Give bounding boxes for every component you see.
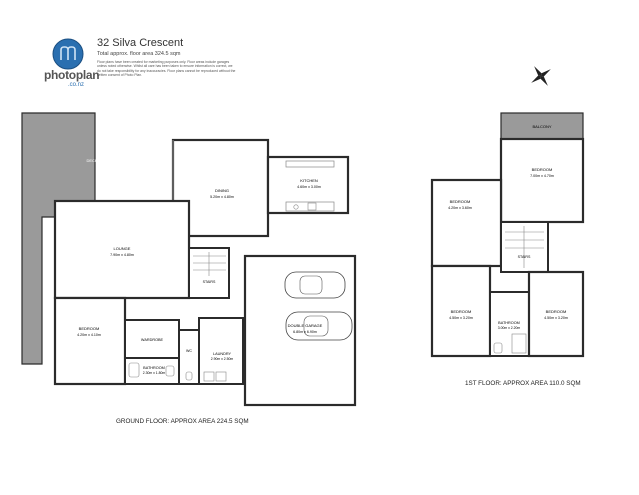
car-icon — [284, 271, 346, 299]
first-bedroom-3-dims: 4.50m x 3.20m — [449, 316, 473, 320]
first-bedroom-3 — [430, 264, 492, 358]
ground-stairs — [188, 247, 230, 299]
photoplan-logo-icon — [52, 38, 84, 70]
wardrobe-label: WARDROBE — [141, 338, 164, 342]
property-address: 32 Silva Crescent — [97, 37, 184, 49]
first-bedroom-1-label: BEDROOM — [532, 167, 553, 172]
laundry-label: LAUNDRY — [213, 352, 232, 356]
total-area: Total approx. floor area 324.5 sqm — [97, 51, 181, 57]
first-bedroom-3-label: BEDROOM — [451, 309, 472, 314]
balcony-area — [500, 112, 584, 140]
car-icon — [285, 311, 353, 341]
lounge-dims: 7.90m x 4.80m — [110, 253, 134, 257]
ground-floor-caption: GROUND FLOOR: APPROX AREA 224.5 SQM — [116, 418, 249, 425]
first-bedroom-1 — [499, 137, 585, 224]
kitchen-room — [266, 155, 350, 215]
first-stairs-label: STAIRS — [518, 255, 531, 259]
dining-dims: 5.20m x 4.80m — [210, 195, 234, 199]
first-floor-caption: 1ST FLOOR: APPROX AREA 110.0 SQM — [465, 380, 581, 387]
garage-dims: 6.80m x 6.90m — [293, 330, 317, 334]
laundry-room — [198, 317, 244, 385]
first-bedroom-4 — [527, 270, 585, 358]
ground-bathroom-dims: 2.30m x 1.80m — [143, 371, 166, 375]
first-bedroom-4-dims: 4.50m x 3.20m — [544, 316, 568, 320]
dining-room — [171, 138, 270, 238]
kitchen-label: KITCHEN — [300, 178, 318, 183]
brand-domain: .co.nz — [68, 82, 85, 88]
first-bedroom-1-dims: 7.00m x 4.70m — [530, 174, 554, 178]
ground-stairs-label: STAIRS — [203, 280, 216, 284]
first-bathroom-dims: 3.00m x 2.20m — [498, 326, 521, 330]
deck-label: DECK — [86, 158, 97, 163]
first-stairs — [500, 221, 549, 273]
laundry-dims: 2.90m x 2.50m — [211, 357, 234, 361]
lounge-label: LOUNGE — [114, 246, 131, 251]
ground-bedroom-dims: 4.20m x 4.10m — [77, 333, 101, 337]
ground-bathroom-label: BATHROOM — [143, 366, 165, 370]
balcony-label: BALCONY — [532, 124, 551, 129]
wardrobe-room — [124, 319, 180, 359]
compass-icon — [531, 66, 551, 86]
ground-bedroom-label: BEDROOM — [79, 326, 100, 331]
first-bedroom-2 — [430, 178, 503, 268]
first-bedroom-2-label: BEDROOM — [450, 199, 471, 204]
garage-label: DOUBLE GARAGE — [288, 323, 323, 328]
wc-label: WC — [186, 349, 192, 353]
brand-name: photoplan — [44, 68, 100, 82]
kitchen-dims: 4.60m x 3.00m — [297, 185, 321, 189]
disclaimer-text: Floor plans have been created for market… — [97, 60, 236, 77]
dining-label: DINING — [215, 188, 229, 193]
first-bathroom-label: BATHROOM — [498, 321, 520, 325]
first-bedroom-4-label: BEDROOM — [546, 309, 567, 314]
double-garage — [243, 254, 357, 407]
first-bedroom-2-dims: 4.20m x 3.60m — [448, 206, 472, 210]
